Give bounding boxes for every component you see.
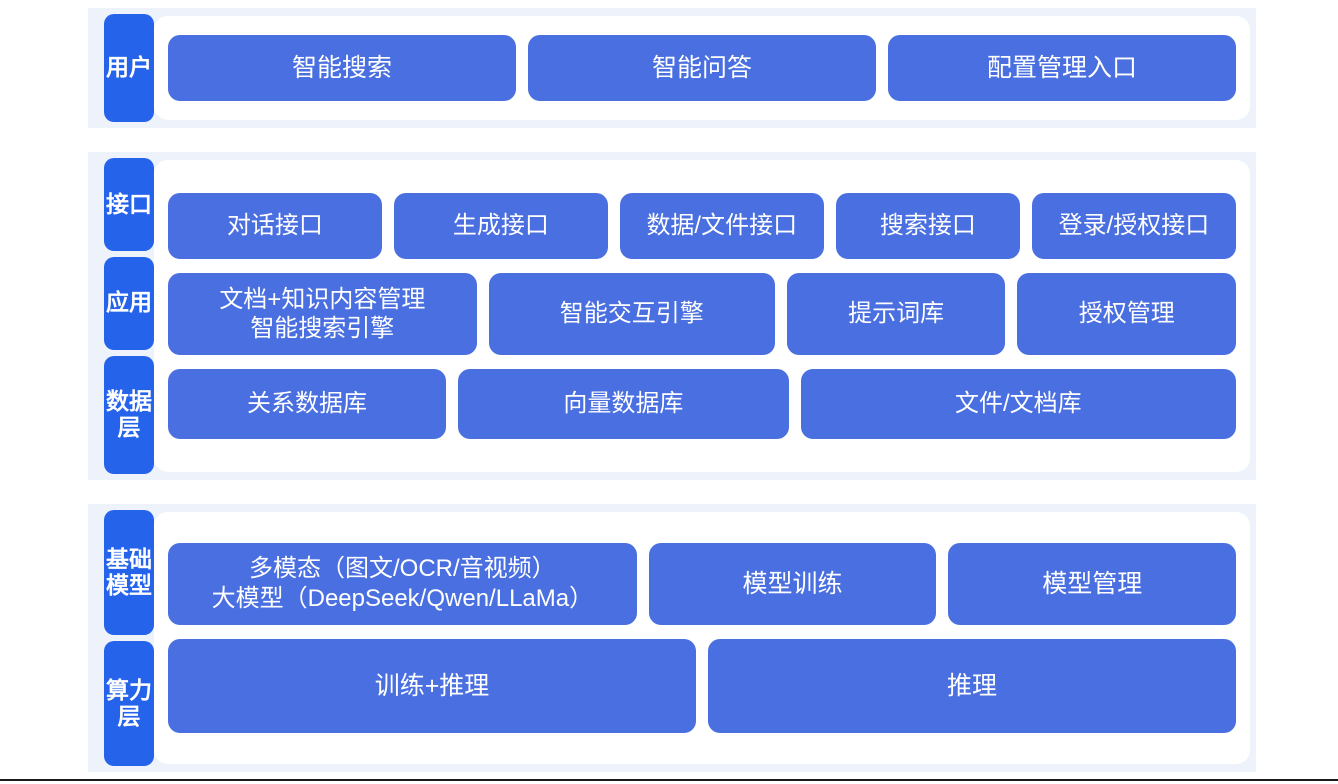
node-dialog-api[interactable]: 对话接口	[168, 193, 382, 259]
node-prompt-library[interactable]: 提示词库	[786, 273, 1006, 355]
node-smart-interaction-engine[interactable]: 智能交互引擎	[488, 273, 775, 355]
layer-tab-user[interactable]: 用户	[104, 14, 154, 122]
node-vector-database[interactable]: 向量数据库	[458, 369, 789, 439]
node-smart-qa[interactable]: 智能问答	[528, 35, 876, 101]
band-application-tabs: 接口 应用 数据层	[88, 152, 154, 480]
node-config-management-entry[interactable]: 配置管理入口	[888, 35, 1236, 101]
layer-tab-application[interactable]: 应用	[104, 256, 154, 350]
node-generation-api[interactable]: 生成接口	[393, 193, 608, 259]
row-foundation-model: 多模态（图文/OCR/音视频） 大模型（DeepSeek/Qwen/LLaMa）…	[168, 543, 1237, 625]
layer-tab-compute[interactable]: 算力层	[104, 641, 154, 766]
layer-tab-foundation-model[interactable]: 基础模型	[104, 510, 154, 635]
band-application: 接口 应用 数据层 对话接口 生成接口 数据/文件接口 搜索接口 登录/授权接口…	[88, 152, 1256, 480]
node-file-document-store[interactable]: 文件/文档库	[800, 369, 1237, 439]
row-application: 文档+知识内容管理 智能搜索引擎 智能交互引擎 提示词库 授权管理	[168, 273, 1237, 355]
node-relational-database[interactable]: 关系数据库	[168, 369, 447, 439]
node-login-auth-api[interactable]: 登录/授权接口	[1031, 193, 1236, 259]
row-user-entries: 智能搜索 智能问答 配置管理入口	[168, 35, 1236, 101]
band-user: 用户 智能搜索 智能问答 配置管理入口	[88, 8, 1256, 128]
band-user-card: 智能搜索 智能问答 配置管理入口	[154, 16, 1250, 120]
band-foundation-tabs: 基础模型 算力层	[88, 504, 154, 772]
node-training-and-inference[interactable]: 训练+推理	[168, 639, 696, 733]
row-compute: 训练+推理 推理	[168, 639, 1236, 733]
node-search-api[interactable]: 搜索接口	[835, 193, 1020, 259]
band-foundation: 基础模型 算力层 多模态（图文/OCR/音视频） 大模型（DeepSeek/Qw…	[88, 504, 1256, 772]
node-data-file-api[interactable]: 数据/文件接口	[619, 193, 824, 259]
layer-tab-data[interactable]: 数据层	[104, 355, 154, 474]
band-user-tabs: 用户	[88, 8, 154, 128]
node-smart-search[interactable]: 智能搜索	[168, 35, 516, 101]
band-application-card: 对话接口 生成接口 数据/文件接口 搜索接口 登录/授权接口 文档+知识内容管理…	[154, 160, 1250, 472]
node-doc-knowledge-and-search-engine[interactable]: 文档+知识内容管理 智能搜索引擎	[168, 273, 477, 355]
node-model-training[interactable]: 模型训练	[648, 543, 937, 625]
node-authorization-management[interactable]: 授权管理	[1017, 273, 1237, 355]
row-interface: 对话接口 生成接口 数据/文件接口 搜索接口 登录/授权接口	[168, 193, 1236, 259]
bottom-divider	[0, 779, 1338, 781]
row-data: 关系数据库 向量数据库 文件/文档库	[168, 369, 1237, 439]
node-model-management[interactable]: 模型管理	[948, 543, 1237, 625]
layer-tab-interface[interactable]: 接口	[104, 158, 154, 251]
node-multimodal-large-model[interactable]: 多模态（图文/OCR/音视频） 大模型（DeepSeek/Qwen/LLaMa）	[168, 543, 637, 625]
band-foundation-card: 多模态（图文/OCR/音视频） 大模型（DeepSeek/Qwen/LLaMa）…	[154, 512, 1250, 764]
node-inference[interactable]: 推理	[708, 639, 1236, 733]
